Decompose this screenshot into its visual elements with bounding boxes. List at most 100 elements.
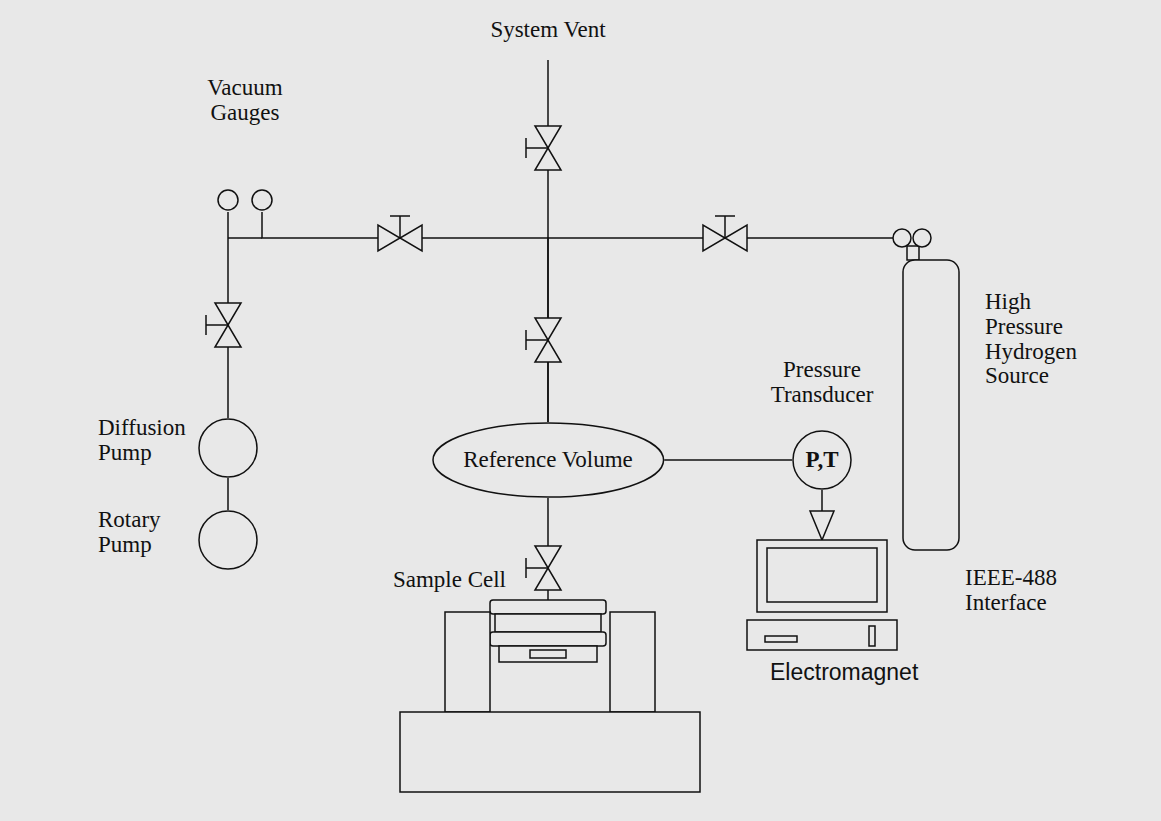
gauge-dial (252, 190, 272, 210)
round-outline (793, 431, 851, 489)
part-label: Sample Cell (366, 568, 506, 593)
text-holder: Electromagnet (770, 660, 1010, 685)
valve-handle (525, 138, 527, 158)
electromagnet-outline (400, 612, 700, 792)
text-holder: Vacuum Gauges (195, 76, 295, 126)
valve-handle (525, 558, 527, 578)
regulator-gauge (913, 229, 931, 247)
electromagnet: Electromagnet (400, 612, 700, 792)
text-holder: Pressure Transducer (752, 358, 892, 408)
part-label: Rotary Pump (98, 508, 193, 558)
valve-symbol (378, 216, 422, 251)
valve-body (215, 303, 241, 325)
pipe-connector (548, 238, 893, 422)
diffusion-pump: Diffusion Pump (198, 418, 258, 478)
valve-symbol (206, 303, 241, 347)
part-label: Pressure Transducer (752, 358, 892, 408)
computer-interface: IEEE-488 Interface (747, 540, 897, 652)
text-area: P,T (792, 430, 852, 490)
computer-case (747, 620, 897, 650)
valve-handle (526, 147, 548, 149)
valve-body (535, 148, 561, 170)
rotary-pump: Rotary Pump (198, 510, 258, 570)
valve-body (215, 325, 241, 347)
sample-cell: Sample Cell (490, 600, 606, 664)
ellipse-outline (433, 423, 664, 497)
gauge-dial (218, 190, 238, 210)
valve-group (206, 126, 747, 590)
cell-lid (490, 600, 606, 614)
vacuum-gauges-outline (216, 188, 274, 212)
text-area: Reference Volume (432, 422, 665, 498)
computer-interface-outline (747, 540, 897, 652)
part-label: High Pressure Hydrogen Source (985, 290, 1100, 389)
text-holder: Diffusion Pump (98, 416, 193, 466)
cell-flange (490, 632, 606, 646)
vent-label: System Vent (478, 18, 618, 43)
drive-slot (765, 636, 797, 642)
valve-handle (724, 216, 726, 238)
part-label: Vacuum Gauges (195, 76, 295, 126)
magnet-pole (445, 612, 490, 712)
text-holder: Rotary Pump (98, 508, 193, 558)
part-label: IEEE-488 Interface (965, 566, 1080, 616)
power-button (869, 626, 875, 646)
round-outline (199, 419, 257, 477)
monitor-screen (767, 548, 877, 602)
valve-body (535, 568, 561, 590)
hydrogen-cylinder: High Pressure Hydrogen Source (893, 220, 961, 552)
hydrogen-cylinder-outline (893, 220, 961, 552)
valve-handle (525, 330, 527, 350)
vacuum-gauges: Vacuum Gauges (216, 188, 274, 212)
text-holder: Sample Cell (366, 568, 506, 593)
valve-body (400, 225, 422, 251)
pipe-connector (262, 212, 548, 422)
valve-handle (526, 567, 548, 569)
valve-handle (206, 324, 228, 326)
valve-symbol (526, 546, 561, 590)
monitor-case (757, 540, 887, 612)
diffusion-pump-outline (198, 418, 258, 478)
manifold-stub (228, 237, 262, 239)
valve-body (725, 225, 747, 251)
node-label: Reference Volume (463, 448, 633, 473)
valve-body (535, 318, 561, 340)
pipe-connector (821, 490, 823, 540)
valve-handle (390, 215, 410, 217)
part-label: Electromagnet (770, 660, 1010, 685)
valve-handle (526, 339, 548, 341)
pipe-connector (664, 459, 792, 461)
valve-body (535, 126, 561, 148)
cell-base (499, 646, 597, 662)
pipe-connector (227, 478, 229, 510)
text-holder: High Pressure Hydrogen Source (985, 290, 1100, 389)
valve-symbol (526, 318, 561, 362)
part-label: System Vent (478, 18, 618, 43)
cell-window (530, 650, 566, 658)
valve-symbol (703, 216, 747, 251)
valve-body (703, 225, 725, 251)
cylinder-body (903, 260, 959, 550)
magnet-pole (610, 612, 655, 712)
pressure-transducer: Pressure TransducerP,T (792, 430, 852, 490)
round-outline (199, 511, 257, 569)
regulator-gauge (893, 229, 911, 247)
valve-body (535, 340, 561, 362)
magnet-yoke (400, 712, 700, 792)
cylinder-neck (907, 246, 919, 260)
valve-symbol (526, 126, 561, 170)
rotary-pump-outline (198, 510, 258, 570)
valve-handle (715, 215, 735, 217)
cell-body (495, 614, 601, 632)
valve-body (378, 225, 400, 251)
node-label: P,T (805, 448, 838, 473)
part-label: Diffusion Pump (98, 416, 193, 466)
valve-handle (205, 315, 207, 335)
reference-volume: Reference Volume (432, 422, 665, 498)
text-holder: IEEE-488 Interface (965, 566, 1080, 616)
valve-handle (399, 216, 401, 238)
sample-cell-outline (490, 600, 606, 664)
